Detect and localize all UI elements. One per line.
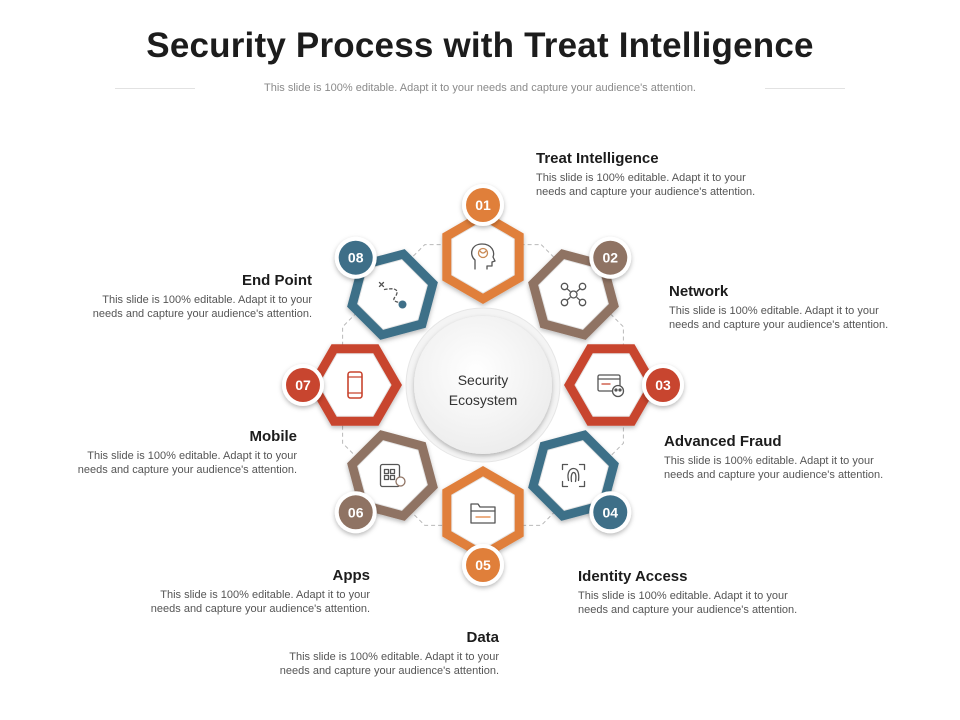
page-subtitle: This slide is 100% editable. Adapt it to… [264,82,696,94]
step-desc-04b: needs and capture your audience's attent… [578,604,798,616]
step-label-02: Network This slide is 100% editable. Ada… [669,283,959,332]
step-title-04: Identity Access [578,568,688,585]
apps-icon [379,463,406,488]
step-number-02: 02 [602,250,618,266]
step-label-08: End Point This slide is 100% editable. A… [12,272,312,321]
page-title: Security Process with Treat Intelligence [146,26,814,65]
step-label-04: Identity Access This slide is 100% edita… [578,568,878,617]
step-desc-02b: needs and capture your audience's attent… [669,319,889,331]
step-label-03: Advanced Fraud This slide is 100% editab… [664,433,954,482]
step-label-01: Treat Intelligence This slide is 100% ed… [536,150,836,199]
endpoint-path-icon [378,281,407,309]
center-label-line1: Security [458,372,509,388]
step-number-08: 08 [348,250,364,266]
step-desc-02a: This slide is 100% editable. Adapt it to… [669,305,879,317]
step-title-02: Network [669,283,729,300]
step-title-08: End Point [242,272,312,289]
step-label-05: Data This slide is 100% editable. Adapt … [200,629,499,678]
step-number-05: 05 [475,557,491,573]
step-hexagon-05 [442,466,524,560]
network-icon [560,282,587,307]
step-badge-03: 03 [642,364,684,406]
center-hub: Security Ecosystem [405,307,561,463]
center-label-line2: Ecosystem [449,392,517,408]
step-desc-08a: This slide is 100% editable. Adapt it to… [102,294,312,306]
step-desc-07b: needs and capture your audience's attent… [77,464,297,476]
step-badge-08: 08 [334,236,377,279]
step-desc-01a: This slide is 100% editable. Adapt it to… [536,172,746,184]
fingerprint-icon [561,463,586,488]
step-desc-05a: This slide is 100% editable. Adapt it to… [289,651,499,663]
step-label-07: Mobile This slide is 100% editable. Adap… [0,428,297,477]
step-number-04: 04 [602,504,618,520]
step-badge-07: 07 [282,364,324,406]
step-badge-02: 02 [589,236,632,279]
step-badge-01: 01 [462,184,504,226]
step-desc-05b: needs and capture your audience's attent… [279,665,499,677]
folder-icon [470,503,496,524]
step-number-06: 06 [348,504,364,520]
step-desc-04a: This slide is 100% editable. Adapt it to… [578,590,788,602]
step-hexagon-01 [442,210,524,304]
step-title-03: Advanced Fraud [664,433,782,450]
step-hexagon-03 [564,344,658,426]
step-desc-03b: needs and capture your audience's attent… [664,469,884,481]
mobile-icon [347,371,363,399]
fraud-window-icon [597,374,625,398]
step-desc-08b: needs and capture your audience's attent… [92,308,312,320]
step-badge-04: 04 [589,491,632,534]
step-desc-03a: This slide is 100% editable. Adapt it to… [664,455,874,467]
step-title-05: Data [466,629,499,646]
subtitle-rule-right [765,88,845,89]
step-desc-01b: needs and capture your audience's attent… [536,186,756,198]
step-number-03: 03 [655,377,671,393]
step-hexagon-07 [308,344,402,426]
step-desc-06b: needs and capture your audience's attent… [150,603,370,615]
step-title-06: Apps [332,567,371,584]
center-circle [414,316,552,454]
step-desc-06a: This slide is 100% editable. Adapt it to… [160,589,370,601]
step-label-06: Apps This slide is 100% editable. Adapt … [70,567,370,616]
step-title-01: Treat Intelligence [536,150,659,167]
step-badge-05: 05 [462,544,504,586]
brain-head-icon [471,243,496,270]
step-title-07: Mobile [249,428,298,445]
step-number-07: 07 [295,377,311,393]
step-badge-06: 06 [334,491,377,534]
step-number-badges: 01 02 03 04 05 06 07 08 [282,184,684,586]
subtitle-rule-left [115,88,195,89]
step-number-01: 01 [475,197,491,213]
step-desc-07a: This slide is 100% editable. Adapt it to… [87,450,297,462]
